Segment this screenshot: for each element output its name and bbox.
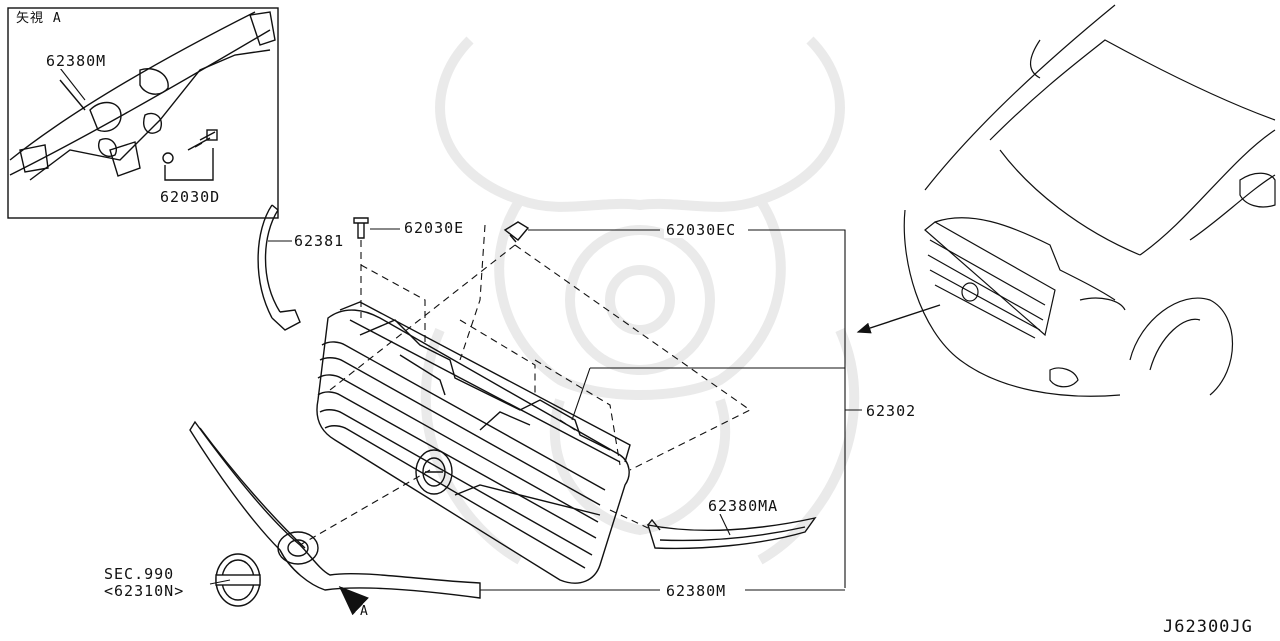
clip-62030ec-label: 62030EC <box>664 221 739 239</box>
car-sketch-drawing <box>903 4 1276 397</box>
nissan-emblem-drawing <box>215 553 261 607</box>
inset-view-a <box>7 7 279 219</box>
section-reference: SEC.990 <62310N> <box>104 566 184 600</box>
inset-molding-label: 62380M <box>44 52 109 70</box>
right-molding-drawing <box>646 516 817 550</box>
view-a-arrow <box>338 585 369 616</box>
side-molding-left-drawing <box>257 204 301 331</box>
side-molding-right-label: 62380MA <box>706 497 781 515</box>
grille-drawing <box>316 301 631 584</box>
lower-molding-label: 62380M <box>664 582 729 600</box>
car-direction-arrow <box>856 304 941 334</box>
clip-62030e-drawing <box>353 217 369 239</box>
watermark-logo <box>420 36 860 565</box>
grille-assembly-label: 62302 <box>864 402 919 420</box>
dashed-assembly-lines <box>299 224 752 546</box>
inset-title-label: 矢視 A <box>16 11 62 26</box>
section-reference-line2: <62310N> <box>104 582 185 600</box>
lower-molding-drawing <box>189 420 481 599</box>
side-molding-left-label: 62381 <box>292 232 347 250</box>
clip-62030ec-drawing <box>503 221 530 243</box>
view-arrow-label: A <box>360 604 369 619</box>
leader-lines <box>59 67 862 591</box>
section-reference-line1: SEC.990 <box>104 565 175 583</box>
diagram-id-label: J62300JG <box>1163 617 1253 637</box>
clip-62030e-label: 62030E <box>402 219 467 237</box>
inset-clip-label: 62030D <box>158 188 223 206</box>
